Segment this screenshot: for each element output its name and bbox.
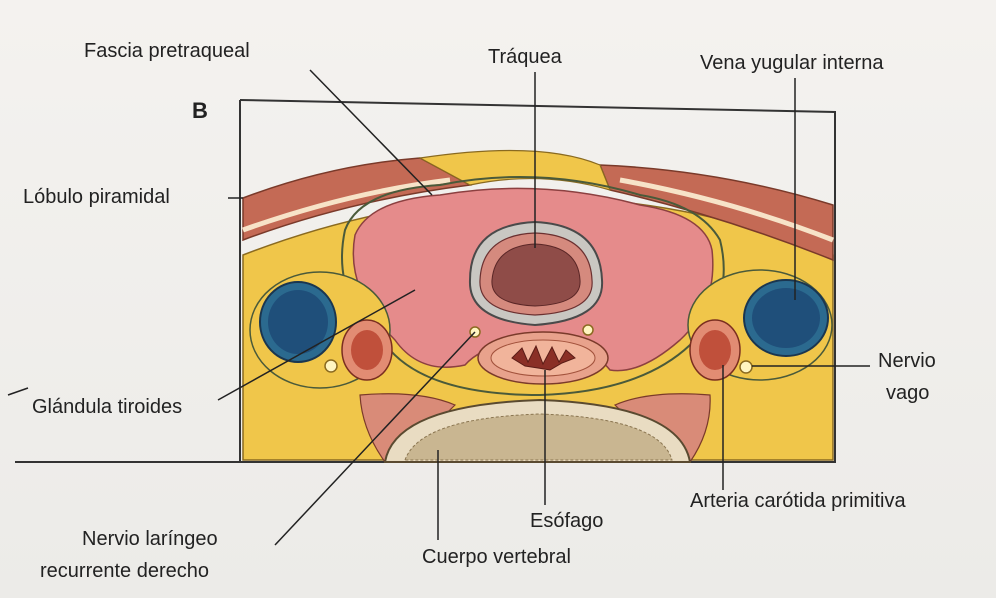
label-lobulo-piramidal: Lóbulo piramidal (23, 186, 170, 209)
vagus-nerve-left (325, 360, 337, 372)
label-vena-yugular: Vena yugular interna (700, 52, 883, 75)
label-nervio-laringeo-line2: recurrente derecho (40, 560, 209, 583)
vagus-nerve-right (740, 361, 752, 373)
esophagus-inner (491, 340, 595, 376)
label-arteria-carotida: Arteria carótida primitiva (690, 490, 906, 513)
label-glandula-tiroides: Glándula tiroides (32, 396, 182, 419)
panel-letter: B (192, 98, 208, 123)
label-nervio-laringeo-line1: Nervio laríngeo (82, 528, 218, 551)
label-esofago: Esófago (530, 510, 603, 533)
label-nervio-vago-line2: vago (886, 382, 929, 405)
jugular-vein-right-inner (752, 288, 820, 348)
label-traquea: Tráquea (488, 46, 562, 69)
label-fascia-pretraqueal: Fascia pretraqueal (84, 40, 250, 63)
carotid-artery-right-inner (699, 330, 731, 370)
trachea-lumen (492, 244, 580, 306)
label-cuerpo-vertebral: Cuerpo vertebral (422, 546, 571, 569)
carotid-artery-left-inner (351, 330, 383, 370)
leader-left-edge (8, 388, 28, 395)
recurrent-laryngeal-nerve-left (583, 325, 593, 335)
label-nervio-vago-line1: Nervio (878, 350, 936, 373)
